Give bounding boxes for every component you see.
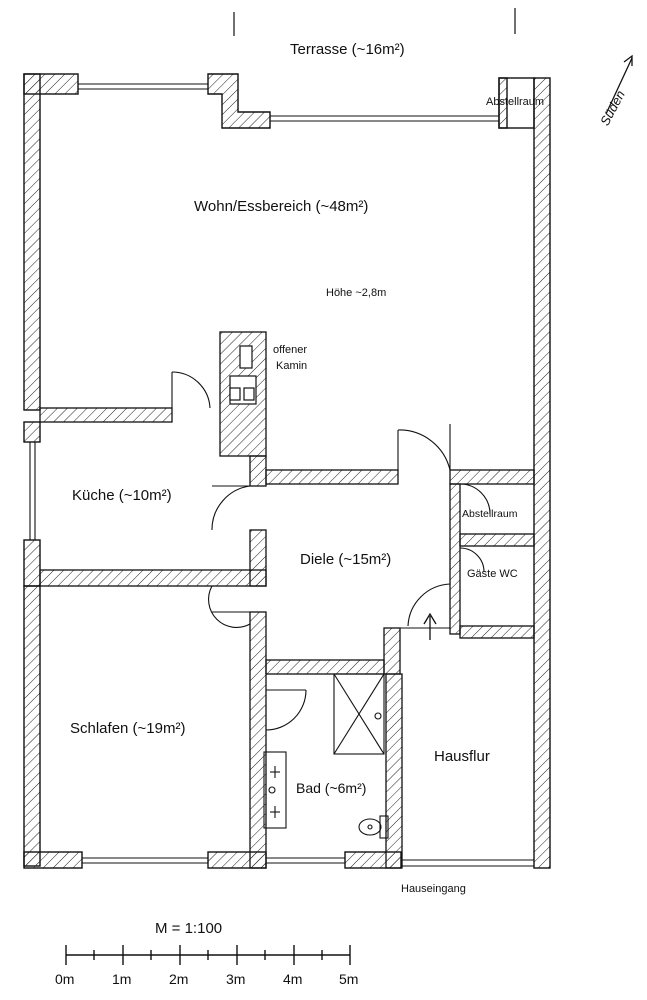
bedroom-label: Schlafen (~19m²) bbox=[70, 720, 186, 737]
scale-tick-5: 5m bbox=[339, 971, 359, 987]
entrance-label: Hauseingang bbox=[401, 883, 466, 895]
terrace-label: Terrasse (~16m²) bbox=[290, 41, 405, 58]
sink-icon bbox=[263, 751, 287, 829]
scale-tick-3: 3m bbox=[226, 971, 246, 987]
fireplace-label-line2: Kamin bbox=[276, 360, 308, 372]
entrance-hall-label: Hausflur bbox=[434, 748, 490, 765]
shower-icon bbox=[333, 673, 385, 755]
compass-arrow-icon bbox=[605, 54, 633, 115]
windows bbox=[29, 83, 534, 867]
scale-title: M = 1:100 bbox=[155, 920, 223, 937]
entrance-arrow-icon bbox=[423, 612, 437, 640]
storage-mid-label: Abstellraum bbox=[462, 508, 518, 520]
scale-tick-1: 1m bbox=[112, 971, 132, 987]
toilet-icon bbox=[358, 815, 389, 839]
hall-label: Diele (~15m²) bbox=[300, 551, 392, 568]
ceiling-height-label: Höhe ~2,8m bbox=[326, 287, 387, 299]
bath-label: Bad (~6m²) bbox=[296, 780, 367, 796]
doors bbox=[171, 371, 491, 731]
fireplace-icon bbox=[229, 345, 257, 405]
interior-walls bbox=[39, 331, 535, 869]
scale-bar bbox=[65, 945, 351, 965]
living-room-label: Wohn/Essbereich (~48m²) bbox=[194, 198, 369, 215]
scale-tick-0: 0m bbox=[55, 971, 75, 987]
bath-fixtures bbox=[263, 673, 389, 839]
guest-wc-label: Gäste WC bbox=[467, 568, 518, 580]
kitchen-label: Küche (~10m²) bbox=[72, 487, 172, 504]
scale-tick-4: 4m bbox=[283, 971, 303, 987]
scale-tick-2: 2m bbox=[169, 971, 189, 987]
fireplace-label-line1: offener bbox=[273, 344, 308, 356]
storage-top-label: Abstellraum bbox=[486, 96, 545, 108]
